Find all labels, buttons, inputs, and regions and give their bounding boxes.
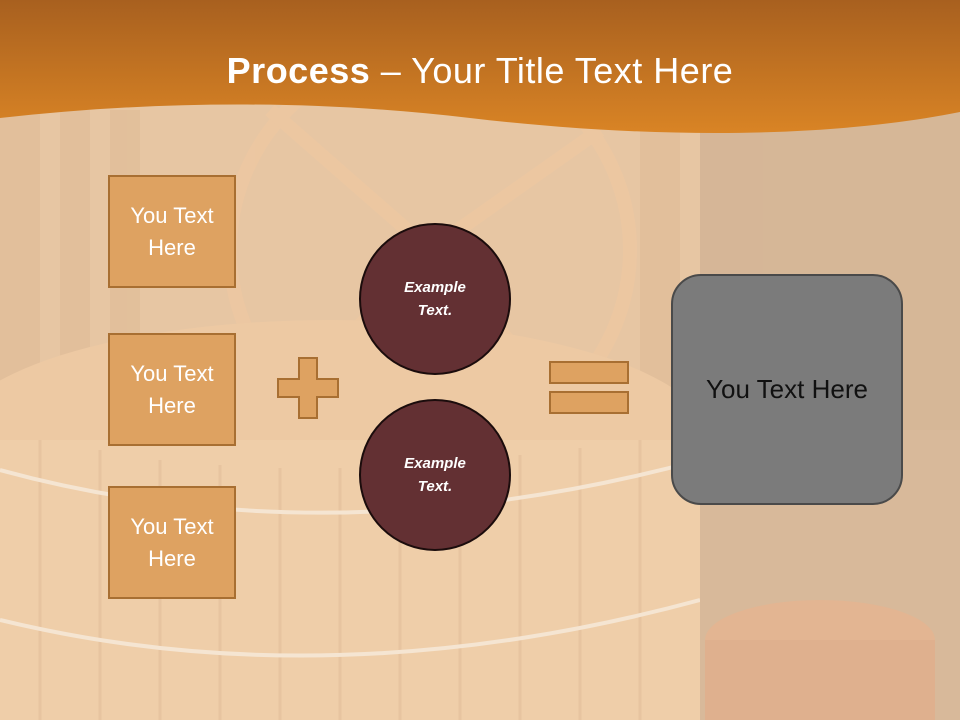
title-separator: – (370, 50, 412, 91)
example-circle-2-label: Example Text. (404, 454, 466, 495)
input-box-2: You Text Here (108, 333, 236, 446)
example-circle-2: Example Text. (359, 399, 511, 551)
example-circle-1: Example Text. (359, 223, 511, 375)
result-box: You Text Here (671, 274, 903, 505)
slide-title: Process – Your Title Text Here (0, 50, 960, 92)
result-box-label: You Text Here (706, 374, 868, 404)
input-box-3-label: You Text Here (130, 513, 214, 571)
input-box-1-label: You Text Here (130, 202, 214, 260)
equals-icon (549, 361, 629, 414)
title-rest: Your Title Text Here (411, 50, 734, 91)
input-box-3: You Text Here (108, 486, 236, 599)
input-box-2-label: You Text Here (130, 360, 214, 418)
example-circle-1-label: Example Text. (404, 278, 466, 319)
plus-icon (277, 357, 339, 419)
input-box-1: You Text Here (108, 175, 236, 288)
title-bold: Process (226, 50, 371, 91)
title-band (0, 0, 960, 134)
